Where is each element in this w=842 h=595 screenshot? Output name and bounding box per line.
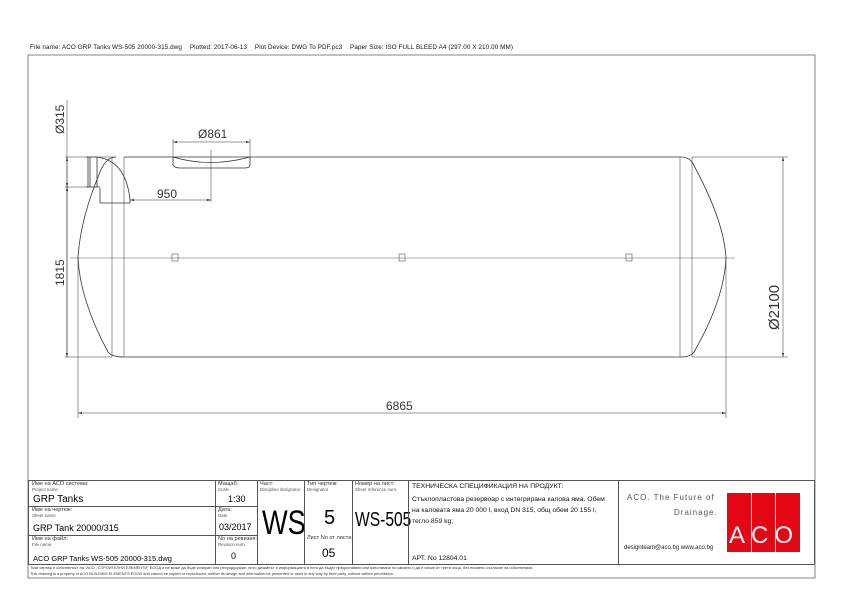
revision-cell: No на ревизия: Revision num. 0 — [215, 535, 258, 565]
designator-label-en: Designator — [307, 487, 329, 492]
logo-cell: ACO. The Future of Drainage. designteam@… — [618, 480, 815, 565]
revision-label: No на ревизия: — [218, 536, 258, 542]
file-label: Име на файл: — [32, 536, 68, 542]
copyright-bg: Този чертеж е собственост на "АСО - СТРО… — [30, 565, 534, 570]
aco-logo: ACO — [727, 493, 800, 552]
sheet-no-label: Лист No от листа: — [307, 535, 353, 541]
sheet-cell: Име на чертеж: Sheet name GRP Tank 20000… — [28, 506, 216, 536]
project-label: Име на АСО система: — [32, 481, 89, 487]
dim-manhole-diameter: Ø861 — [198, 127, 228, 141]
date-cell: Дата: Date 03/2017 — [215, 506, 258, 536]
contact-info: designteam@aco.bg www.aco.bg — [624, 545, 714, 551]
project-cell: Име на АСО система: Project name GRP Tan… — [28, 480, 216, 507]
designator-label: Тип чертеж: — [307, 481, 338, 487]
sheet-ref-label: Номер на лист: — [355, 481, 395, 487]
drawing-frame — [27, 54, 816, 579]
dimension-lines — [65, 100, 788, 418]
project-label-en: Project name — [32, 487, 58, 492]
art-number: АРТ. No 12804.01 — [412, 555, 467, 562]
sheet-label-en: Sheet name — [32, 513, 56, 518]
dim-inlet-diameter: Ø315 — [53, 104, 67, 134]
project-value: GRP Tanks — [33, 494, 84, 505]
dim-tank-length: 6865 — [386, 399, 413, 413]
slogan-line1: ACO. The Future of — [627, 493, 715, 502]
inlet-pipe — [86, 156, 131, 204]
logo-text: ACO — [729, 522, 800, 549]
scale-cell: Мащаб: Scale 1:30 — [215, 480, 258, 507]
plot-header: File name: ACO GRP Tanks WS-505 20000-31… — [30, 44, 519, 51]
discipline-label-en: Discipline designator — [260, 487, 301, 492]
sheet-value: GRP Tank 20000/315 — [33, 523, 119, 533]
support-marker — [398, 253, 406, 262]
support-marker — [625, 253, 633, 262]
support-marker — [171, 253, 179, 262]
sheet-ref-value: WS-505 — [355, 509, 412, 531]
revision-value: 0 — [231, 551, 237, 561]
designator-cell: Тип чертеж: Designator 5 Лист No от лист… — [304, 480, 353, 565]
sheet-label: Име на чертеж: — [32, 507, 73, 513]
dim-inlet-height: 1815 — [53, 259, 67, 286]
header-file-name: File name: ACO GRP Tanks WS-505 20000-31… — [30, 44, 182, 51]
scale-label: Мащаб: — [218, 481, 239, 487]
sheet-ref-label-en: Sheet reference num. — [355, 487, 398, 492]
file-value: ACO GRP Tanks WS-505 20000-315.dwg — [33, 554, 172, 563]
designator-value: 5 — [324, 507, 336, 529]
scale-label-en: Scale — [218, 487, 229, 492]
file-label-en: File name — [32, 542, 52, 547]
scale-value: 1:30 — [228, 494, 246, 504]
manhole — [172, 156, 251, 169]
date-label-en: Date — [218, 513, 228, 518]
discipline-value: WS — [262, 504, 306, 542]
date-label: Дата: — [218, 507, 232, 513]
discipline-cell: Част: Discipline designator WS — [257, 480, 306, 565]
header-paper-size: Paper Size: ISO FULL BLEED A4 (297.00 X … — [350, 44, 514, 51]
dim-tank-diameter: Ø2100 — [766, 285, 783, 330]
copyright-en: This drawing is a property of ACO BUILDI… — [30, 571, 394, 576]
file-cell: Име на файл: File name ACO GRP Tanks WS-… — [28, 535, 216, 565]
revision-label-en: Revision num. — [218, 542, 246, 547]
header-plot-device: Plot Device: DWG To PDF.pc3 — [254, 44, 343, 51]
slogan-line2: Drainage. — [674, 508, 718, 517]
spec-title: ТЕХНИЧЕСКА СПЕЦИФИКАЦИЯ НА ПРОДУКТ: — [412, 483, 564, 490]
date-value: 03/2017 — [219, 522, 252, 532]
sheet-no-value: 05 — [322, 546, 336, 560]
spec-cell: ТЕХНИЧЕСКА СПЕЦИФИКАЦИЯ НА ПРОДУКТ: Стък… — [408, 480, 619, 565]
discipline-label: Част: — [260, 481, 274, 487]
dim-manhole-offset: 950 — [157, 187, 177, 201]
header-plotted: Plotted: 2017-06-13 — [189, 44, 248, 51]
spec-text: Стъклопластова резервоар с интегрирана к… — [412, 496, 605, 525]
sheet-ref-cell: Номер на лист: Sheet reference num. WS-5… — [352, 480, 412, 565]
